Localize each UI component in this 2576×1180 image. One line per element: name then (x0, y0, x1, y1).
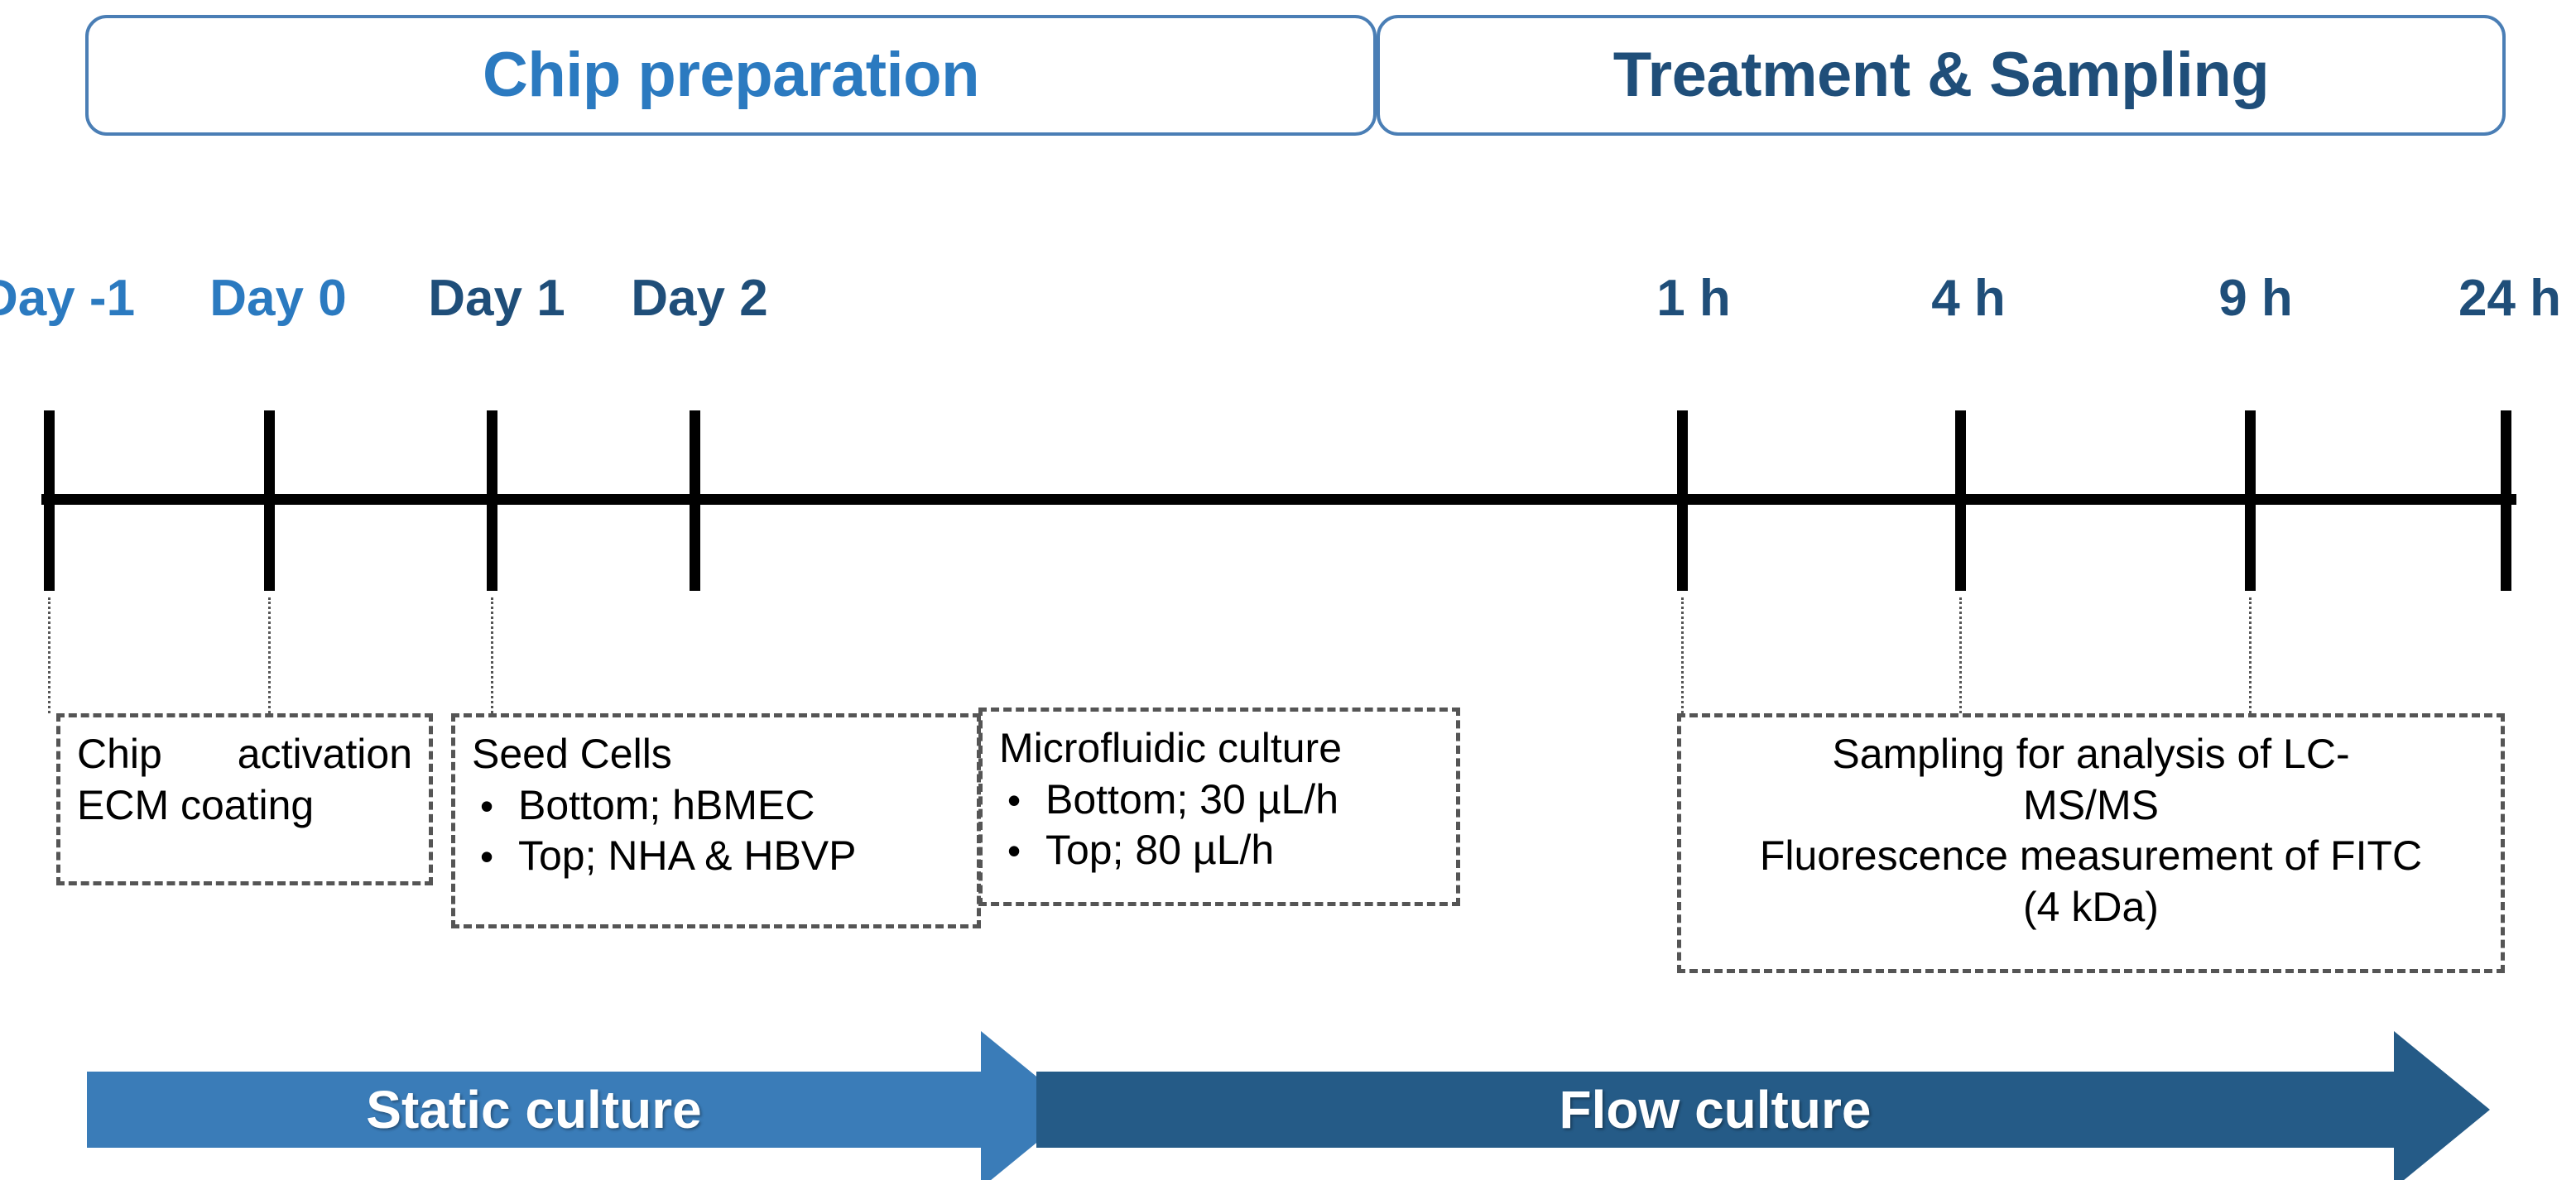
timeline-tick-hour-24 (2501, 410, 2511, 591)
info-line-seed-cells-title: Seed Cells (472, 731, 672, 777)
info-box-microfluidic-culture: Microfluidic culture • Bottom; 30 µL/h •… (978, 708, 1460, 906)
connector-hour-4 (1959, 597, 1962, 713)
connector-day-1 (491, 597, 493, 713)
info-box-seed-cells: Seed Cells • Bottom; hBMEC • Top; NHA & … (451, 713, 981, 928)
timeline-axis-line (41, 494, 2516, 505)
timeline-tick-hour-4 (1955, 410, 1966, 591)
timeline-tick-hour-9 (2245, 410, 2256, 591)
info-line-microfluidic-title: Microfluidic culture (999, 725, 1343, 771)
phase-label-chip-preparation: Chip preparation (482, 40, 980, 110)
info-box-chip-activation: Chip activation ECM coating (56, 713, 433, 885)
info-line-microfluidic-top: • Top; 80 µL/h (999, 825, 1439, 876)
timeline-tick-day-2 (690, 410, 700, 591)
info-text-chip: Chip (77, 731, 162, 777)
info-line-seed-cells-bottom: • Bottom; hBMEC (472, 780, 960, 832)
info-line-microfluidic-bottom: • Bottom; 30 µL/h (999, 775, 1439, 826)
timeline-tick-day-1 (487, 410, 497, 591)
bullet-icon: • (480, 835, 494, 878)
connector-hour-9 (2249, 597, 2252, 713)
timeline-label-day-0: Day 0 (209, 270, 347, 327)
info-line-ecm-coating: ECM coating (77, 781, 315, 828)
info-box-sampling-analysis: Sampling for analysis of LC- MS/MS Fluor… (1677, 713, 2505, 973)
timeline-label-day-minus-1: Day -1 (0, 270, 136, 327)
info-line-sampling-4: (4 kDa) (2023, 883, 2159, 930)
info-text-seed-bottom: Bottom; hBMEC (518, 781, 815, 828)
timeline-label-hour-24: 24 h (2458, 270, 2562, 327)
info-text-microfluidic-top: Top; 80 µL/h (1045, 827, 1275, 873)
timeline-tick-day-0 (264, 410, 275, 591)
arrow-head-flow (2394, 1031, 2490, 1180)
bullet-icon: • (1007, 829, 1021, 872)
arrow-label-flow-culture: Flow culture (1559, 1080, 1872, 1139)
info-line-chip-activation: Chip activation (77, 729, 412, 780)
arrow-flow-culture: Flow culture (1036, 1031, 2490, 1180)
phase-label-treatment-sampling: Treatment & Sampling (1612, 40, 2270, 110)
connector-day-0 (268, 597, 271, 713)
info-line-seed-cells-top: • Top; NHA & HBVP (472, 831, 960, 882)
timeline-label-day-1: Day 1 (428, 270, 565, 327)
info-text-activation: activation (237, 731, 412, 777)
info-line-sampling-3: Fluorescence measurement of FITC (1759, 832, 2423, 879)
info-line-sampling-1: Sampling for analysis of LC- (1832, 731, 2350, 777)
timeline-label-hour-1: 1 h (1656, 270, 1731, 327)
timeline-label-hour-9: 9 h (2218, 270, 2293, 327)
arrow-static-culture: Static culture (87, 1031, 1077, 1180)
connector-day-minus-1 (48, 597, 50, 713)
info-text-seed-top: Top; NHA & HBVP (518, 832, 857, 879)
timeline-tick-day-minus-1 (44, 410, 55, 591)
info-line-sampling-2: MS/MS (2023, 781, 2159, 828)
timeline-tick-hour-1 (1677, 410, 1688, 591)
phase-box-treatment-sampling: Treatment & Sampling (1377, 15, 2506, 136)
info-text-microfluidic-bottom: Bottom; 30 µL/h (1045, 775, 1339, 823)
bullet-icon: • (1007, 778, 1021, 822)
timeline-label-day-2: Day 2 (631, 270, 768, 327)
bullet-icon: • (480, 784, 494, 827)
phase-box-chip-preparation: Chip preparation (85, 15, 1377, 136)
timeline-label-hour-4: 4 h (1931, 270, 2006, 327)
connector-hour-1 (1681, 597, 1684, 713)
arrow-label-static-culture: Static culture (366, 1080, 702, 1139)
